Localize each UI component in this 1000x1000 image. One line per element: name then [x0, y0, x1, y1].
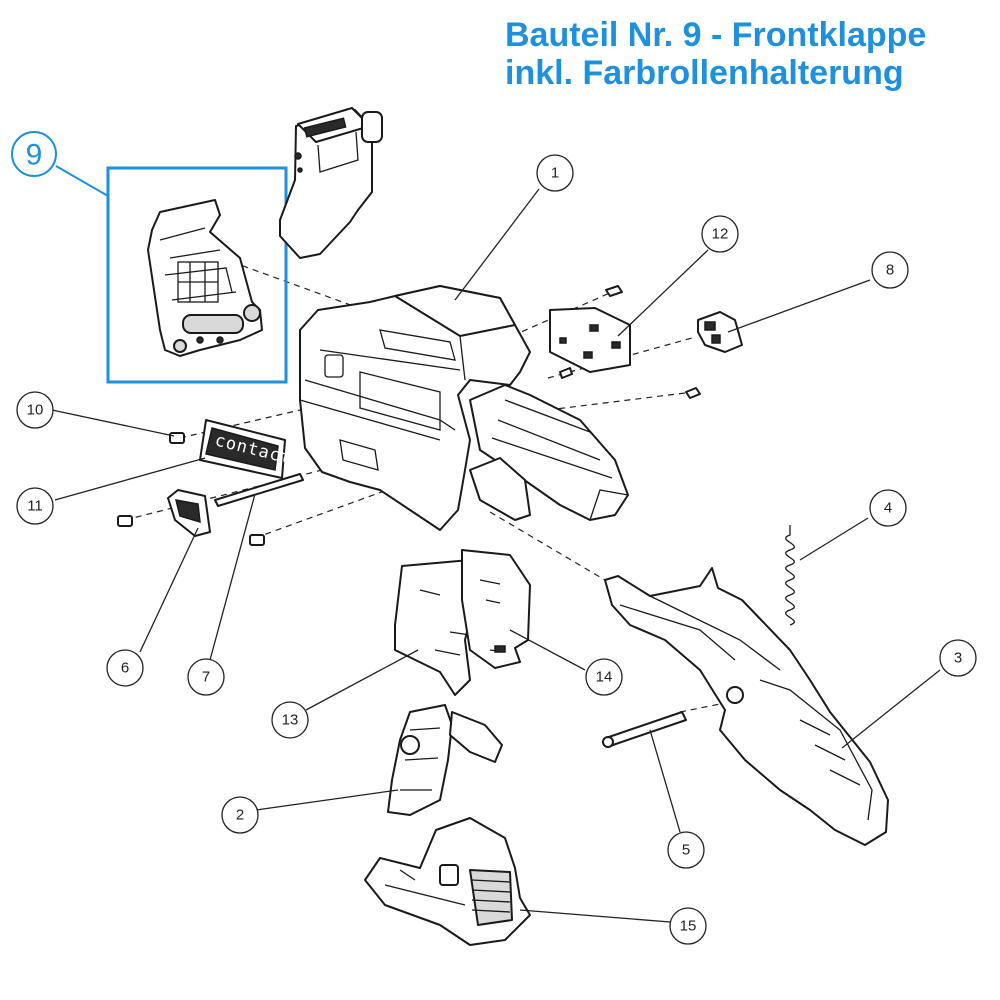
- callout-6: 6: [106, 649, 144, 687]
- highlight-box: [106, 166, 288, 384]
- svg-text:5: 5: [682, 842, 690, 859]
- leader-8: [727, 279, 871, 333]
- leader-4: [799, 517, 869, 561]
- callout-10: 10: [16, 391, 54, 429]
- callout-13: 13: [271, 701, 309, 739]
- callout-1: 1: [536, 154, 574, 192]
- highlight-callout-label: 9: [26, 139, 43, 172]
- svg-text:15: 15: [680, 918, 697, 935]
- part-3-handle: [604, 567, 889, 846]
- leader-7: [209, 493, 256, 661]
- title-line-2: inkl. Farbrollenhalterung: [505, 54, 904, 92]
- leader-15: [519, 909, 671, 923]
- leader-5: [649, 729, 681, 833]
- part-12-plate: [549, 285, 631, 379]
- part-1-main-housing: [299, 285, 629, 531]
- callout-12: 12: [701, 215, 739, 253]
- leader-12: [617, 249, 709, 337]
- callout-8: 8: [871, 251, 909, 289]
- callout-leaders: [51, 188, 941, 923]
- page-title: Bauteil Nr. 9 - Frontklappe inkl. Farbro…: [505, 16, 995, 92]
- callout-11: 11: [16, 487, 54, 525]
- leader-10: [51, 409, 175, 437]
- leader-13: [305, 649, 419, 711]
- part-9-highlight: 9: [11, 131, 288, 384]
- leader-14: [509, 629, 586, 671]
- part-9-front-flap: [147, 199, 263, 357]
- callouts: 1 2 3 4 5 6 7 8: [16, 154, 977, 945]
- svg-text:8: 8: [886, 262, 894, 279]
- svg-text:4: 4: [884, 500, 892, 517]
- highlight-callout-circle: [11, 131, 57, 177]
- part-11-logo-plate: contact: [199, 419, 294, 479]
- leader-2: [255, 789, 399, 811]
- callout-5: 5: [667, 831, 705, 869]
- part-7-pin: [214, 473, 304, 507]
- svg-text:3: 3: [954, 650, 962, 667]
- svg-text:12: 12: [712, 226, 729, 243]
- leader-6: [139, 527, 199, 653]
- part-6-small-clip: [117, 489, 265, 546]
- callout-2: 2: [221, 796, 259, 834]
- part-4-spring: [785, 525, 795, 626]
- part-10-screw: [169, 432, 185, 444]
- svg-text:2: 2: [236, 807, 244, 824]
- callout-3: 3: [939, 639, 977, 677]
- svg-text:7: 7: [202, 669, 210, 686]
- svg-text:1: 1: [551, 165, 559, 182]
- highlight-leader: [55, 165, 109, 197]
- leader-11: [54, 457, 206, 501]
- callout-15: 15: [669, 907, 707, 945]
- callout-4: 4: [869, 489, 907, 527]
- callout-7: 7: [187, 658, 225, 696]
- part-15-base: [364, 817, 531, 946]
- callout-14: 14: [585, 658, 623, 696]
- part-14-inner-plate: [461, 549, 531, 669]
- leader-1: [454, 188, 540, 301]
- svg-text:6: 6: [121, 660, 129, 677]
- svg-text:11: 11: [27, 498, 43, 515]
- part-5-pin: [602, 711, 687, 748]
- part-8-clip: [685, 311, 743, 399]
- part-2-trigger: [387, 704, 503, 816]
- svg-text:13: 13: [282, 712, 299, 729]
- top-counter-module: [279, 107, 383, 259]
- leader-3: [841, 669, 941, 749]
- svg-text:14: 14: [596, 669, 613, 686]
- title-line-1: Bauteil Nr. 9 - Frontklappe: [505, 16, 927, 54]
- svg-text:10: 10: [27, 402, 44, 419]
